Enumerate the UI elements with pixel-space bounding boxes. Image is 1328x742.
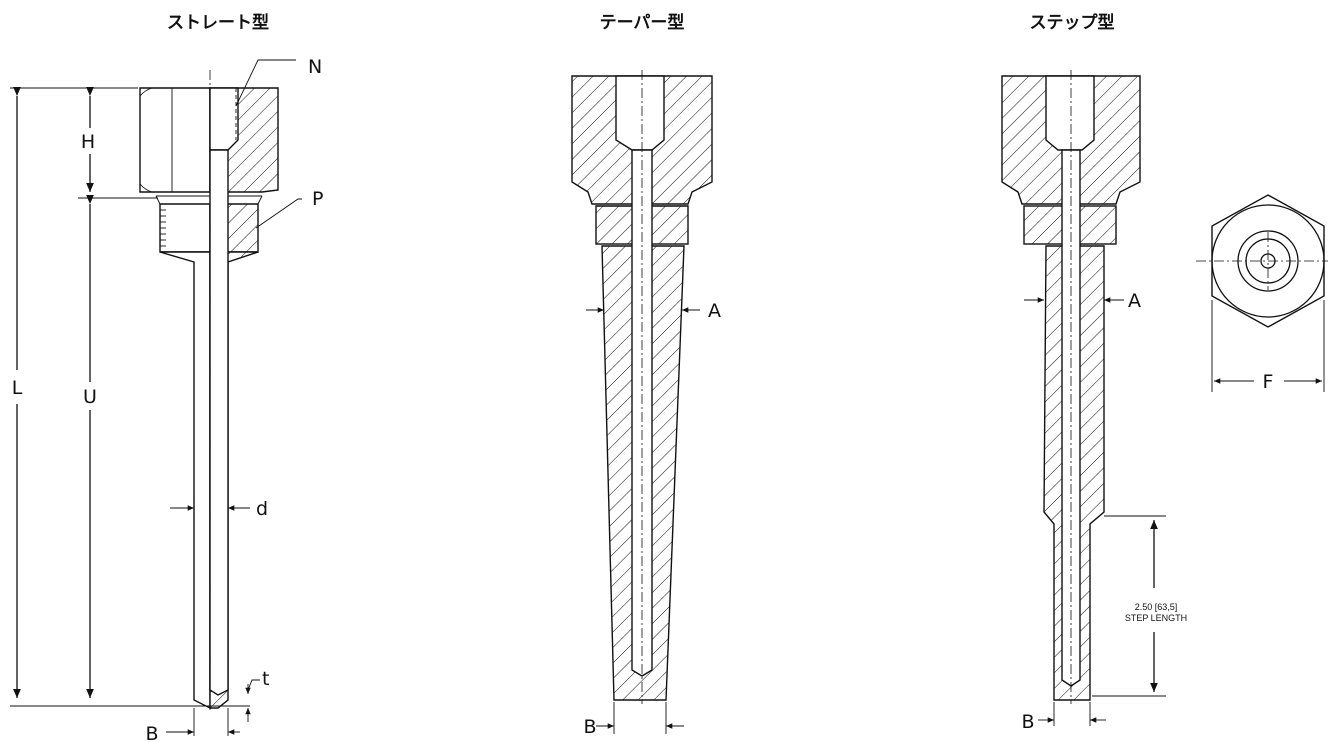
hex-end-view: F xyxy=(1196,194,1328,393)
step-length-value: 2.50 [63,5] xyxy=(1135,602,1178,612)
label-B-step: B xyxy=(1021,711,1034,733)
label-L: L xyxy=(12,377,23,399)
label-B-straight: B xyxy=(145,723,158,742)
label-B-taper: B xyxy=(583,716,596,738)
label-N: N xyxy=(308,56,322,78)
title-step: ステップ型 xyxy=(1030,12,1115,33)
taper-thermowell: A B xyxy=(571,70,721,738)
label-P: P xyxy=(312,188,323,210)
label-H: H xyxy=(81,131,95,153)
label-F: F xyxy=(1263,371,1274,393)
straight-thread-view xyxy=(159,203,211,253)
straight-stem-view xyxy=(159,251,211,710)
label-d: d xyxy=(256,498,268,520)
straight-hex-view xyxy=(139,87,211,193)
label-U: U xyxy=(83,386,97,408)
step-length-caption: STEP LENGTH xyxy=(1125,613,1187,623)
step-thermowell: A 2.50 [63,5] STEP LENGTH B xyxy=(1001,70,1187,733)
straight-thermowell: N P L H U d t B xyxy=(10,56,323,742)
title-straight: ストレート型 xyxy=(167,12,269,33)
title-taper: テーパー型 xyxy=(600,12,685,33)
label-t: t xyxy=(262,668,269,690)
label-A-step: A xyxy=(1128,290,1141,312)
label-A-taper: A xyxy=(708,300,721,322)
